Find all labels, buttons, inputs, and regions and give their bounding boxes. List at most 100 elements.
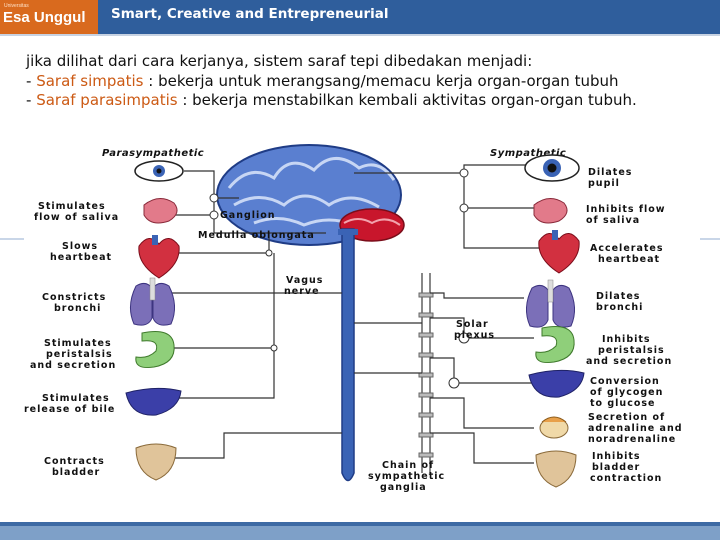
right-label-1: Dilates pupil bbox=[588, 167, 632, 189]
left-decoration bbox=[0, 238, 24, 240]
svg-text:Slows: Slows bbox=[62, 241, 98, 252]
svg-text:heartbeat: heartbeat bbox=[598, 254, 660, 265]
svg-text:Inhibits: Inhibits bbox=[592, 451, 641, 462]
diagram-svg: Parasympathetic Sympathetic bbox=[24, 143, 700, 493]
svg-text:Inhibits: Inhibits bbox=[602, 334, 651, 345]
parasympathetic-line: - Saraf parasimpatis : bekerja menstabil… bbox=[26, 91, 706, 111]
bullet-dash: - bbox=[26, 71, 37, 90]
eye-left bbox=[134, 160, 184, 182]
right-label-7: Secretion of adrenaline and noradrenalin… bbox=[588, 412, 683, 445]
liver-left bbox=[125, 387, 182, 416]
svg-text:peristalsis: peristalsis bbox=[598, 345, 665, 356]
svg-text:Accelerates: Accelerates bbox=[590, 243, 664, 254]
svg-text:of glycogen: of glycogen bbox=[590, 387, 663, 398]
left-label-1: Stimulates flow of saliva bbox=[34, 201, 119, 223]
right-decoration bbox=[696, 238, 720, 240]
svg-text:to glucose: to glucose bbox=[590, 398, 655, 409]
parasympathetic-desc: : bekerja menstabilkan kembali aktivitas… bbox=[177, 91, 637, 109]
svg-text:bronchi: bronchi bbox=[54, 303, 101, 314]
heart-left bbox=[138, 235, 180, 279]
left-label-6: Contracts bladder bbox=[44, 456, 105, 478]
left-label-4: Stimulates peristalsis and secretion bbox=[30, 338, 116, 371]
term-sympathetic: Saraf simpatis bbox=[36, 71, 144, 90]
svg-text:Constricts: Constricts bbox=[42, 292, 106, 303]
right-label-6: Conversion of glycogen to glucose bbox=[590, 376, 663, 409]
nervous-system-diagram: Parasympathetic Sympathetic bbox=[24, 143, 700, 493]
svg-text:Stimulates: Stimulates bbox=[38, 201, 106, 212]
svg-text:bronchi: bronchi bbox=[596, 302, 643, 313]
left-label-2: Slows heartbeat bbox=[50, 241, 112, 263]
label-chain-of: Chain of bbox=[382, 460, 434, 471]
heading-parasympathetic: Parasympathetic bbox=[102, 148, 204, 159]
header-divider bbox=[0, 34, 720, 36]
label-vagus: Vagus bbox=[286, 275, 323, 286]
right-label-8: Inhibits bladder contraction bbox=[590, 451, 662, 484]
svg-text:release of bile: release of bile bbox=[24, 404, 115, 415]
svg-text:Contracts: Contracts bbox=[44, 456, 105, 467]
spinal-cord bbox=[341, 228, 355, 482]
label-solar-plexus: plexus bbox=[454, 330, 495, 341]
svg-text:Inhibits flow: Inhibits flow bbox=[586, 204, 666, 215]
ganglion-nodes-right bbox=[448, 168, 470, 389]
slide-body-text: jika dilihat dari cara kerjanya, sistem … bbox=[26, 52, 706, 111]
heart-right bbox=[538, 230, 580, 274]
svg-text:bladder: bladder bbox=[52, 467, 100, 478]
stomach-left bbox=[135, 331, 175, 368]
label-ganglia: ganglia bbox=[380, 482, 427, 493]
footer-stripe bbox=[0, 522, 720, 526]
footer-bar bbox=[0, 526, 720, 540]
logo-small-text: Universitas bbox=[4, 3, 29, 9]
header-bar: Universitas Esa Unggul Smart, Creative a… bbox=[0, 0, 720, 34]
svg-text:Dilates: Dilates bbox=[588, 167, 632, 178]
right-label-5: Inhibits peristalsis and secretion bbox=[586, 334, 672, 367]
ganglion-nodes-left bbox=[209, 193, 278, 352]
label-vagus-nerve: nerve bbox=[284, 286, 320, 297]
adrenal-gland-right bbox=[539, 416, 569, 439]
svg-text:Stimulates: Stimulates bbox=[44, 338, 112, 349]
right-label-3: Accelerates heartbeat bbox=[590, 243, 664, 265]
liver-right bbox=[528, 369, 585, 398]
term-parasympathetic: Saraf parasimpatis bbox=[36, 91, 178, 109]
svg-text:Secretion of: Secretion of bbox=[588, 412, 665, 423]
svg-text:heartbeat: heartbeat bbox=[50, 252, 112, 263]
label-medulla: Medulla oblongata bbox=[198, 230, 315, 241]
label-sympathetic: sympathetic bbox=[368, 471, 445, 482]
svg-text:and secretion: and secretion bbox=[586, 356, 672, 367]
svg-text:flow of saliva: flow of saliva bbox=[34, 212, 119, 223]
left-label-3: Constricts bronchi bbox=[42, 292, 106, 314]
svg-text:Conversion: Conversion bbox=[590, 376, 660, 387]
svg-text:bladder: bladder bbox=[592, 462, 640, 473]
label-ganglion: Ganglion bbox=[220, 210, 276, 221]
svg-text:noradrenaline: noradrenaline bbox=[588, 434, 676, 445]
right-label-4: Dilates bronchi bbox=[596, 291, 643, 313]
label-solar: Solar bbox=[456, 319, 489, 330]
svg-text:contraction: contraction bbox=[590, 473, 662, 484]
medulla-shape bbox=[338, 229, 358, 235]
svg-text:of saliva: of saliva bbox=[586, 215, 640, 226]
right-label-2: Inhibits flow of saliva bbox=[586, 204, 666, 226]
salivary-gland-right bbox=[533, 198, 568, 224]
logo-text: Esa Unggul bbox=[3, 9, 86, 26]
bladder-left bbox=[135, 443, 177, 481]
svg-text:pupil: pupil bbox=[588, 178, 620, 189]
svg-text:peristalsis: peristalsis bbox=[46, 349, 113, 360]
chain-ganglia bbox=[418, 292, 434, 458]
sympathetic-line: - Saraf simpatis : bekerja untuk merangs… bbox=[26, 72, 706, 92]
bladder-right bbox=[535, 450, 577, 488]
svg-text:and secretion: and secretion bbox=[30, 360, 116, 371]
svg-text:adrenaline and: adrenaline and bbox=[588, 423, 683, 434]
lungs-left bbox=[130, 277, 175, 326]
heading-sympathetic: Sympathetic bbox=[490, 148, 566, 159]
svg-text:Stimulates: Stimulates bbox=[42, 393, 110, 404]
university-logo[interactable]: Universitas Esa Unggul bbox=[0, 0, 98, 34]
lungs-right bbox=[526, 279, 575, 328]
bullet-dash: - bbox=[26, 91, 37, 109]
eye-right bbox=[524, 154, 580, 182]
svg-text:Dilates: Dilates bbox=[596, 291, 640, 302]
sympathetic-desc: : bekerja untuk merangsang/memacu kerja … bbox=[143, 71, 619, 90]
salivary-gland-left bbox=[143, 198, 178, 224]
left-label-5: Stimulates release of bile bbox=[24, 393, 115, 415]
header-tagline: Smart, Creative and Entrepreneurial bbox=[111, 6, 389, 22]
stomach-right bbox=[535, 326, 575, 363]
sympathetic-nerves bbox=[354, 164, 544, 464]
